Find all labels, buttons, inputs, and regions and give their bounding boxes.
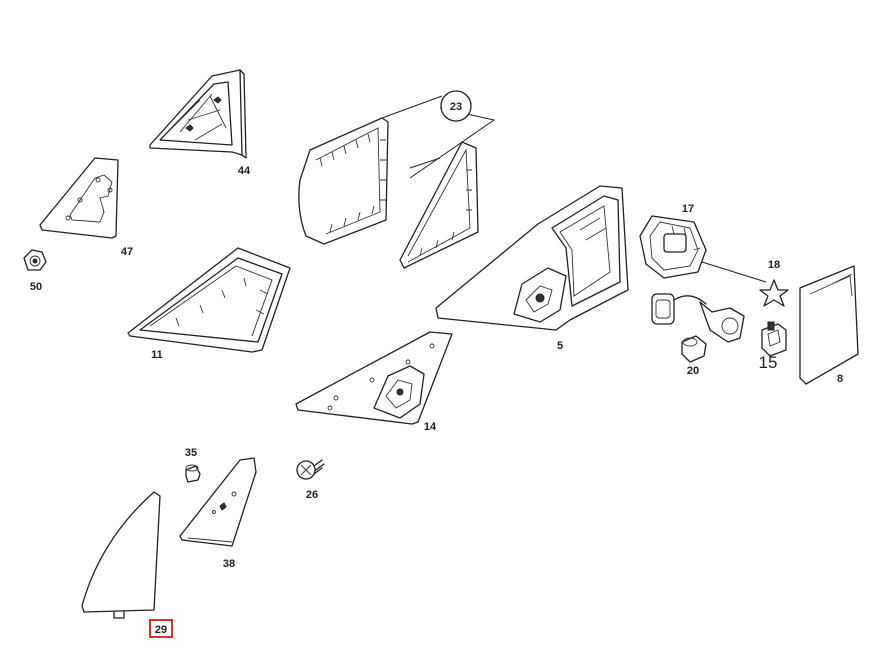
label-18: 18 xyxy=(768,259,780,271)
label-35: 35 xyxy=(185,447,197,459)
part-8[interactable] xyxy=(799,265,859,385)
label-17: 17 xyxy=(682,203,694,215)
highlight-box-29 xyxy=(149,619,173,638)
label-47: 47 xyxy=(121,246,133,258)
part-35[interactable] xyxy=(185,464,201,483)
part-18[interactable] xyxy=(759,279,789,307)
callout-circle-23 xyxy=(440,90,472,122)
label-5: 5 xyxy=(557,340,563,352)
part-47[interactable] xyxy=(39,157,119,239)
part-14[interactable] xyxy=(295,331,453,425)
part-23-housing[interactable] xyxy=(298,117,389,245)
part-23-frame[interactable] xyxy=(399,141,479,269)
part-20[interactable] xyxy=(681,335,707,363)
label-11: 11 xyxy=(151,349,163,361)
label-50: 50 xyxy=(30,281,42,293)
label-23: 23 xyxy=(450,101,462,113)
part-26[interactable] xyxy=(296,459,325,480)
part-5[interactable] xyxy=(435,185,629,331)
part-29[interactable] xyxy=(81,491,161,619)
part-44[interactable] xyxy=(149,69,247,159)
label-26: 26 xyxy=(306,489,318,501)
part-15[interactable] xyxy=(761,321,787,357)
label-44: 44 xyxy=(238,165,251,177)
part-11[interactable] xyxy=(127,247,291,353)
label-14: 14 xyxy=(424,421,437,433)
label-38: 38 xyxy=(223,558,235,570)
label-29: 29 xyxy=(155,624,167,636)
part-50[interactable] xyxy=(23,249,47,271)
connector-cable[interactable] xyxy=(651,293,745,343)
part-17[interactable] xyxy=(639,215,707,279)
label-15: 15 xyxy=(759,353,778,372)
part-38[interactable] xyxy=(179,457,257,547)
label-8: 8 xyxy=(837,373,843,385)
label-20: 20 xyxy=(687,365,699,377)
